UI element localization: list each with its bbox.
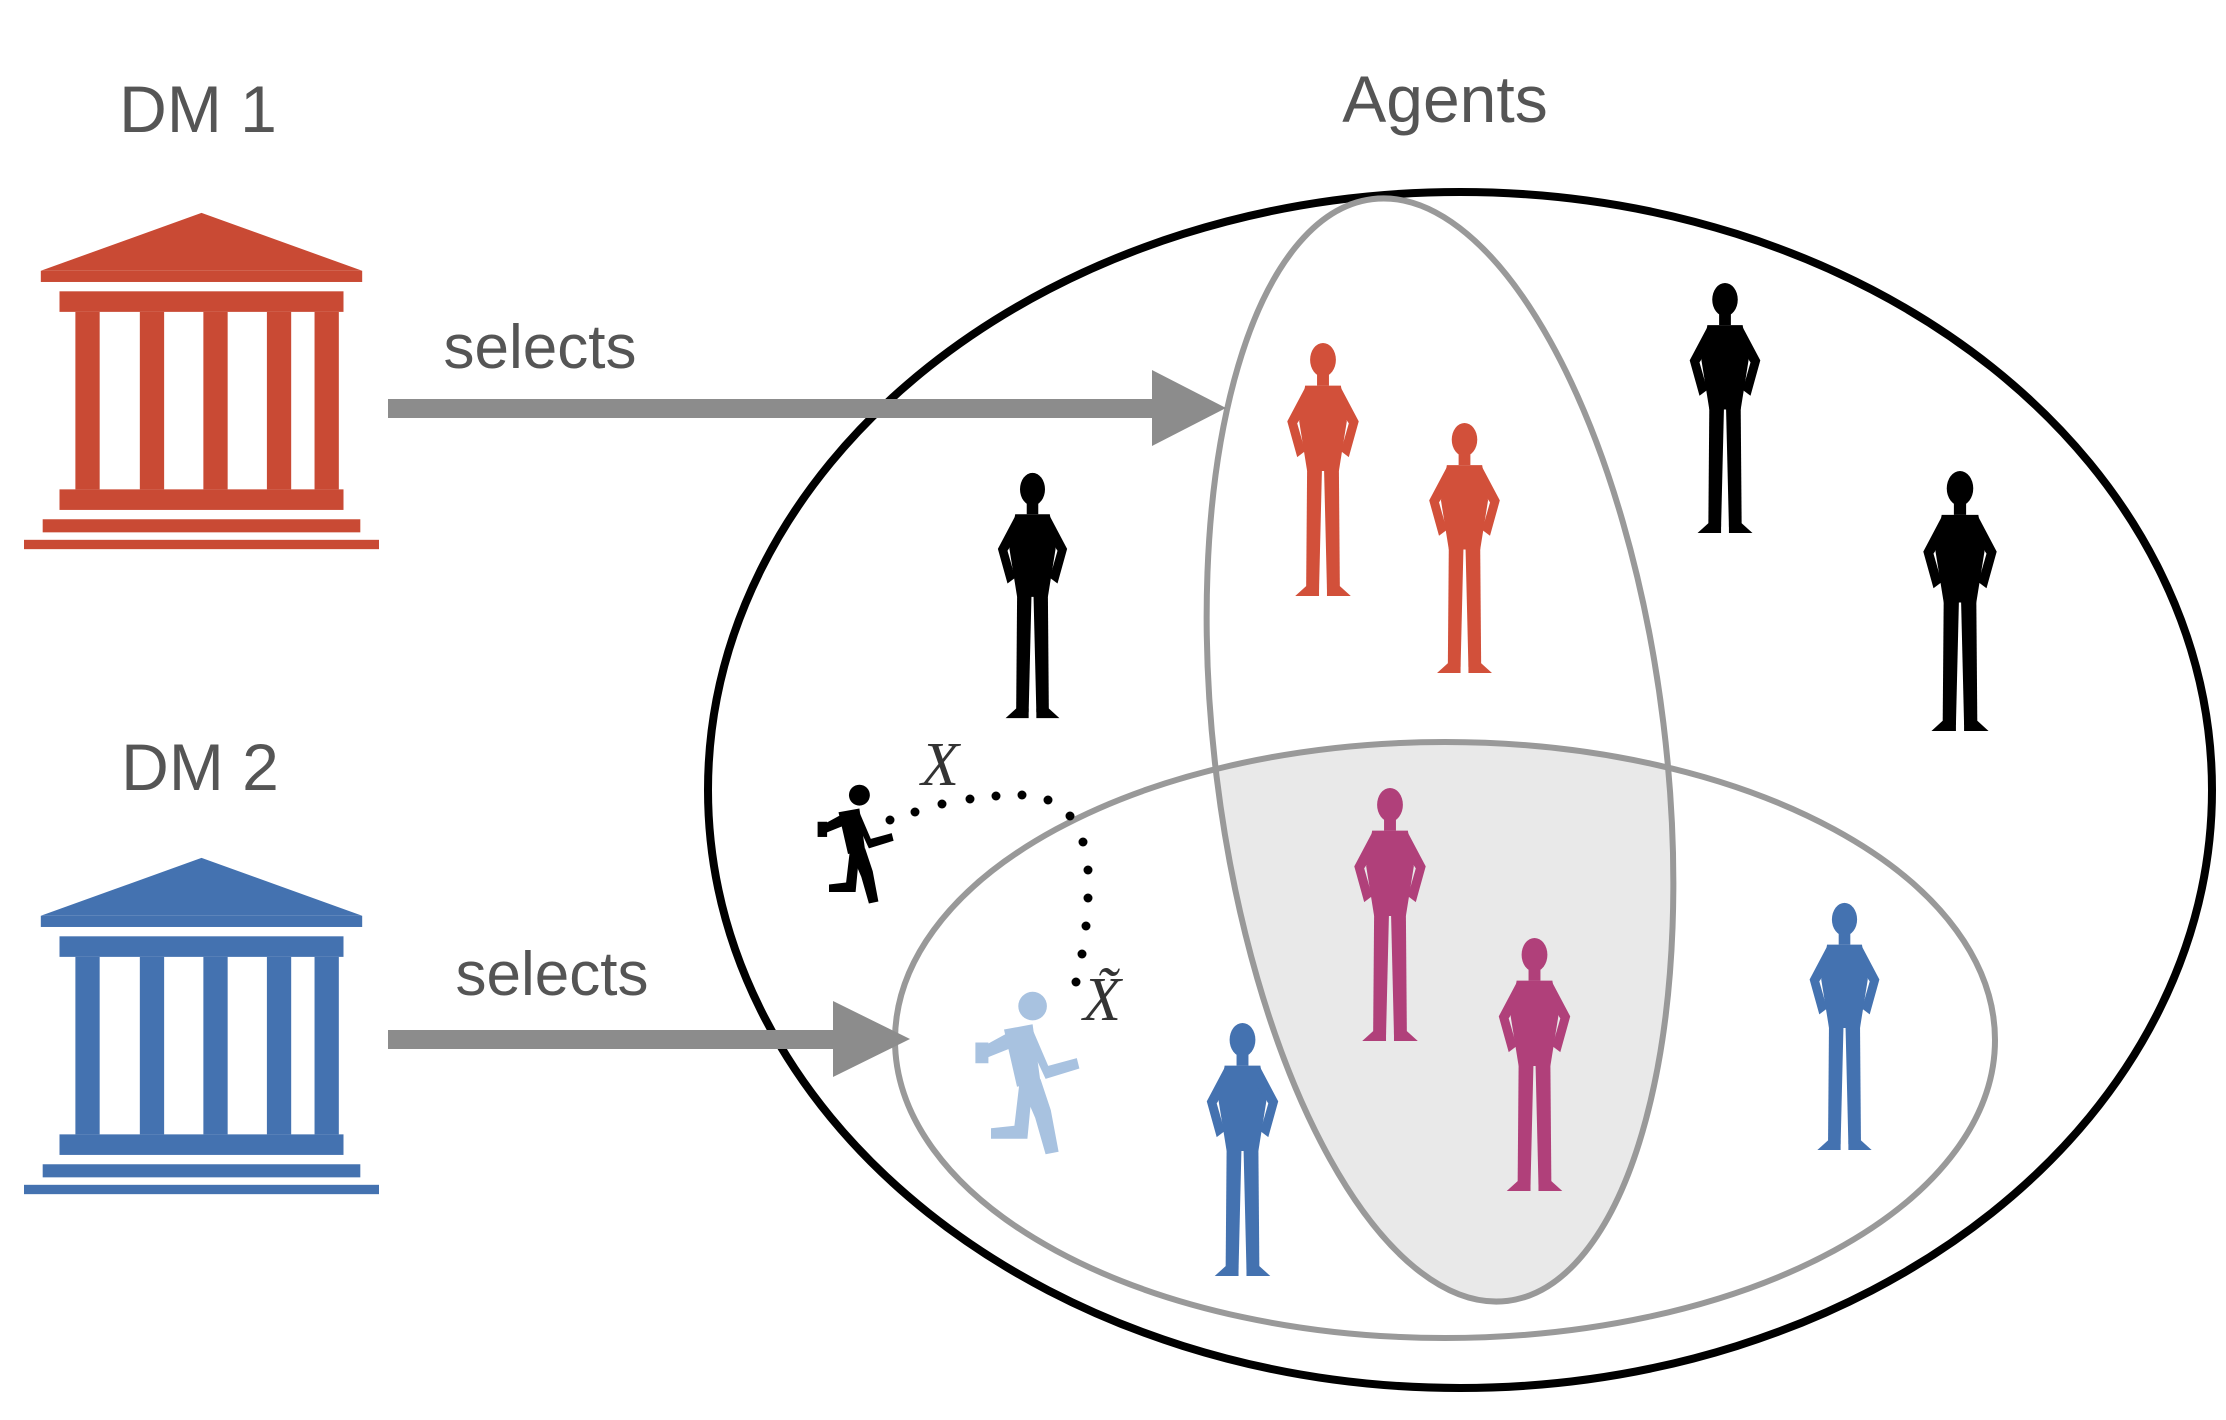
dm1-selects-arrow xyxy=(388,370,1226,446)
dm1-institution-icon xyxy=(24,212,379,550)
move-path-dotted xyxy=(885,790,1093,987)
agent-dm2-2-icon xyxy=(1809,902,1880,1151)
agent-unselected-2-icon xyxy=(1689,282,1761,534)
dm2-institution-icon xyxy=(24,857,379,1195)
agent-dm2-1-icon xyxy=(1206,1022,1279,1277)
dm1-selected-group-ellipse xyxy=(1203,195,1677,1305)
agent-dm1-1-icon xyxy=(1287,342,1359,597)
agent-unselected-3-icon xyxy=(1923,471,1997,731)
runner-original-icon xyxy=(817,784,894,904)
dm1-label: DM 1 xyxy=(119,72,277,146)
dm2-selects-arrow xyxy=(388,1001,910,1077)
agents-population-ellipse xyxy=(704,188,2216,1392)
x-tilde-label: X̃ xyxy=(1080,966,1123,1034)
runner-moved-icon xyxy=(975,991,1080,1155)
agents-title: Agents xyxy=(1342,62,1547,136)
x-label: X xyxy=(918,731,961,799)
dm2-label: DM 2 xyxy=(121,730,279,804)
dm1-selects-label: selects xyxy=(444,313,637,382)
agent-unselected-1-icon xyxy=(997,472,1068,719)
dm2-selects-label: selects xyxy=(456,940,649,1009)
agent-dm1-2-icon xyxy=(1429,422,1500,674)
